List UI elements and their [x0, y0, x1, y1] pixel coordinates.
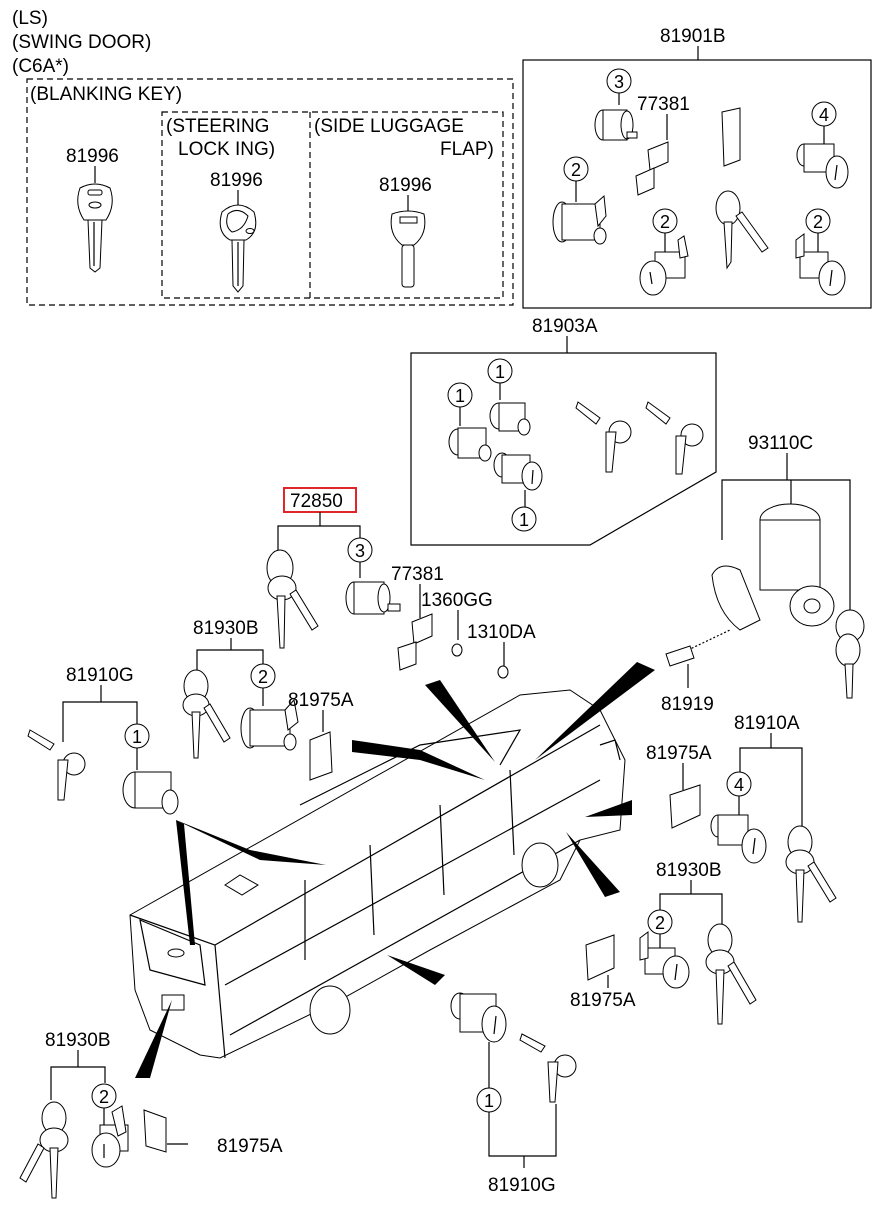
callout-72850-3: 3: [355, 541, 365, 561]
note-c6a: (C6A*): [12, 56, 69, 77]
key-pair-icon-81930b-right: [705, 923, 757, 1025]
callout-81930b-right-2: 2: [655, 913, 665, 933]
ignition-key-icon: [835, 609, 865, 699]
blank-key-icon: [77, 183, 113, 273]
ignition-switch-icon: [711, 503, 835, 631]
clip-icon: [635, 141, 669, 196]
callout-81901b-2c: 2: [813, 212, 823, 232]
spring-clip-icon-bottom: [143, 1109, 167, 1153]
blanking-key-frame: [26, 78, 514, 306]
key-pair-icon: [715, 107, 769, 270]
part-label-81996-b[interactable]: 81996: [210, 170, 263, 191]
lock-cylinder-icon: [594, 109, 638, 141]
part-label-81930b-right[interactable]: 81930B: [656, 860, 722, 881]
washer-icon: [451, 643, 463, 657]
spring-clip-icon-right: [669, 784, 701, 829]
clip-icon-77381: [397, 613, 433, 671]
part-label-81919[interactable]: 81919: [661, 694, 714, 715]
part-label-81975a-mid[interactable]: 81975A: [570, 990, 636, 1011]
screw-icon: [665, 645, 695, 667]
lock-cylinder-icon-72850: [345, 581, 401, 615]
spring-clip-icon-mid: [585, 934, 615, 981]
blanking-key-subframe: [161, 111, 504, 299]
lock-cylinder-icon-81910a: [710, 814, 767, 864]
callout-81930b-top-2: 2: [258, 667, 268, 687]
part-label-81930b-bottom[interactable]: 81930B: [45, 1030, 111, 1051]
callout-81901b-2a: 2: [571, 160, 581, 180]
side-luggage-title-1: (SIDE LUGGAGE: [314, 116, 464, 137]
part-label-81910g-left[interactable]: 81910G: [66, 665, 134, 686]
lock-plug-icon-81910g-bottom: [450, 992, 507, 1043]
key-pair-icon-81910a: [785, 825, 837, 923]
blanking-key-group: (BLANKING KEY) 81996 (STEERING LOCK ING)…: [26, 78, 514, 306]
ring-key-icon-81910g-left: [27, 729, 86, 801]
note-swing-door: (SWING DOOR): [12, 32, 151, 53]
part-label-1360gg[interactable]: 1360GG: [421, 590, 493, 611]
lock-cylinder-icon-2c: [795, 233, 846, 296]
ring-key-icon-a: [575, 401, 632, 473]
door-lock-cylinder-icon: [552, 194, 607, 245]
lock-plug-icon-81910g-left: [122, 771, 179, 815]
callout-81903a-1c: 1: [519, 510, 529, 530]
lock-cylinder-icon-81930b-right: [639, 931, 690, 989]
callout-81910g-bottom-1: 1: [484, 1091, 494, 1111]
note-ls: (LS): [12, 8, 48, 29]
lock-plug-icon-a: [489, 402, 531, 436]
ring-key-icon-b: [645, 401, 704, 475]
lock-plug-icon-b: [448, 427, 492, 462]
nut-icon: [497, 665, 509, 679]
kit-81901b: 81901B 3 77381 2: [522, 26, 872, 309]
lock-cylinder-icon-2b: [639, 235, 689, 296]
kit-81901b-frame: [522, 59, 872, 309]
part-label-77381[interactable]: 77381: [391, 564, 444, 585]
callout-81901b-2b: 2: [660, 212, 670, 232]
part-label-81901b[interactable]: 81901B: [660, 26, 726, 47]
side-luggage-title-2: FLAP): [440, 139, 494, 160]
blanking-key-title: (BLANKING KEY): [30, 84, 182, 105]
part-label-81903a[interactable]: 81903A: [532, 316, 598, 337]
part-label-81930b-top[interactable]: 81930B: [193, 618, 259, 639]
key-pair-icon-81930b-bottom: [19, 1101, 69, 1199]
callout-81910a-4: 4: [734, 775, 744, 795]
ring-key-icon-81910g-bottom: [519, 1033, 577, 1103]
bus-illustration: [129, 662, 655, 1078]
callout-81901b-3: 3: [614, 72, 624, 92]
callout-81930b-bottom-2: 2: [99, 1087, 109, 1107]
steering-lock-title-2: LOCK ING): [178, 139, 275, 160]
callout-81903a-1a: 1: [495, 362, 505, 382]
part-label-1310da[interactable]: 1310DA: [467, 622, 536, 643]
callout-81903a-1b: 1: [455, 386, 465, 406]
part-label-93110c[interactable]: 93110C: [748, 433, 813, 454]
callout-81910g-left-1: 1: [132, 727, 142, 747]
part-label-72850[interactable]: 72850: [290, 491, 343, 512]
part-label-81975a-top[interactable]: 81975A: [288, 690, 354, 711]
side-luggage-key-icon: [390, 210, 426, 288]
part-label-81996-c[interactable]: 81996: [379, 175, 432, 196]
key-pair-icon-72850: [266, 549, 319, 649]
steering-lock-title-1: (STEERING: [166, 116, 269, 137]
steering-lock-key-icon: [219, 204, 257, 293]
lock-plug-icon-c: [493, 452, 543, 491]
part-label-81975a-bottom[interactable]: 81975A: [217, 1136, 283, 1157]
spring-clip-icon-top: [309, 731, 333, 781]
ignition-switch-group: 93110C 81919: [661, 433, 865, 715]
door-lock-cylinder-icon-top: [240, 698, 299, 751]
key-pair-icon-81930b-top: [182, 669, 231, 759]
kit-81903a: 81903A 1 1 1: [410, 316, 717, 546]
part-label-77381-kit[interactable]: 77381: [637, 94, 690, 115]
kit-81903a-frame: [410, 352, 717, 546]
plate-icon: [161, 994, 185, 1011]
part-label-81910g-bottom[interactable]: 81910G: [488, 1175, 556, 1196]
highlighted-part-72850: 72850 3: [266, 487, 401, 649]
part-label-81975a-right[interactable]: 81975A: [646, 743, 712, 764]
part-label-81910a[interactable]: 81910A: [734, 713, 800, 734]
pointer-wedge: [176, 820, 195, 945]
lock-cylinder-icon-4: [796, 143, 849, 189]
callout-81901b-4: 4: [819, 105, 829, 125]
part-label-81996-a[interactable]: 81996: [66, 146, 119, 167]
lock-cylinder-icon-81930b-bottom: [91, 1105, 129, 1168]
